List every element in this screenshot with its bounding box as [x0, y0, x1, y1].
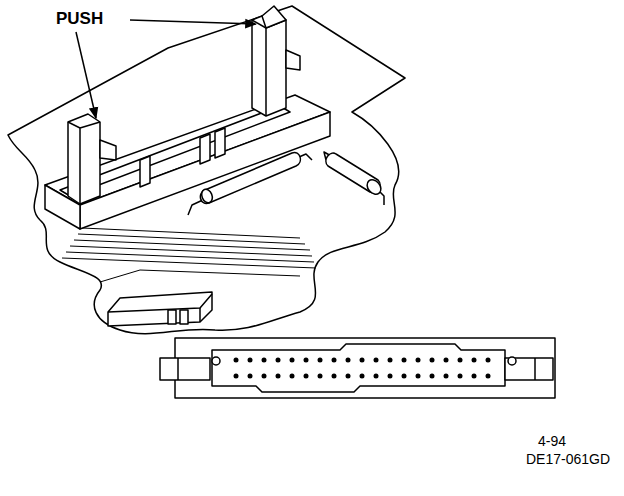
circuit-board: [8, 6, 405, 334]
connector-face: [160, 338, 555, 398]
latch-lever: [252, 6, 300, 116]
ribbon-plug: [108, 292, 212, 326]
figure-date: 4-94: [538, 434, 566, 449]
push-label: PUSH: [56, 10, 103, 29]
latch-lever: [68, 114, 116, 204]
resistor-symbol: [188, 153, 312, 215]
resistor-symbol: [324, 152, 384, 205]
figure-code: DE17-061GD: [526, 452, 610, 467]
leader-arrow: [76, 20, 256, 118]
pcb-header: [45, 95, 330, 229]
ribbon-cable: [62, 228, 316, 282]
